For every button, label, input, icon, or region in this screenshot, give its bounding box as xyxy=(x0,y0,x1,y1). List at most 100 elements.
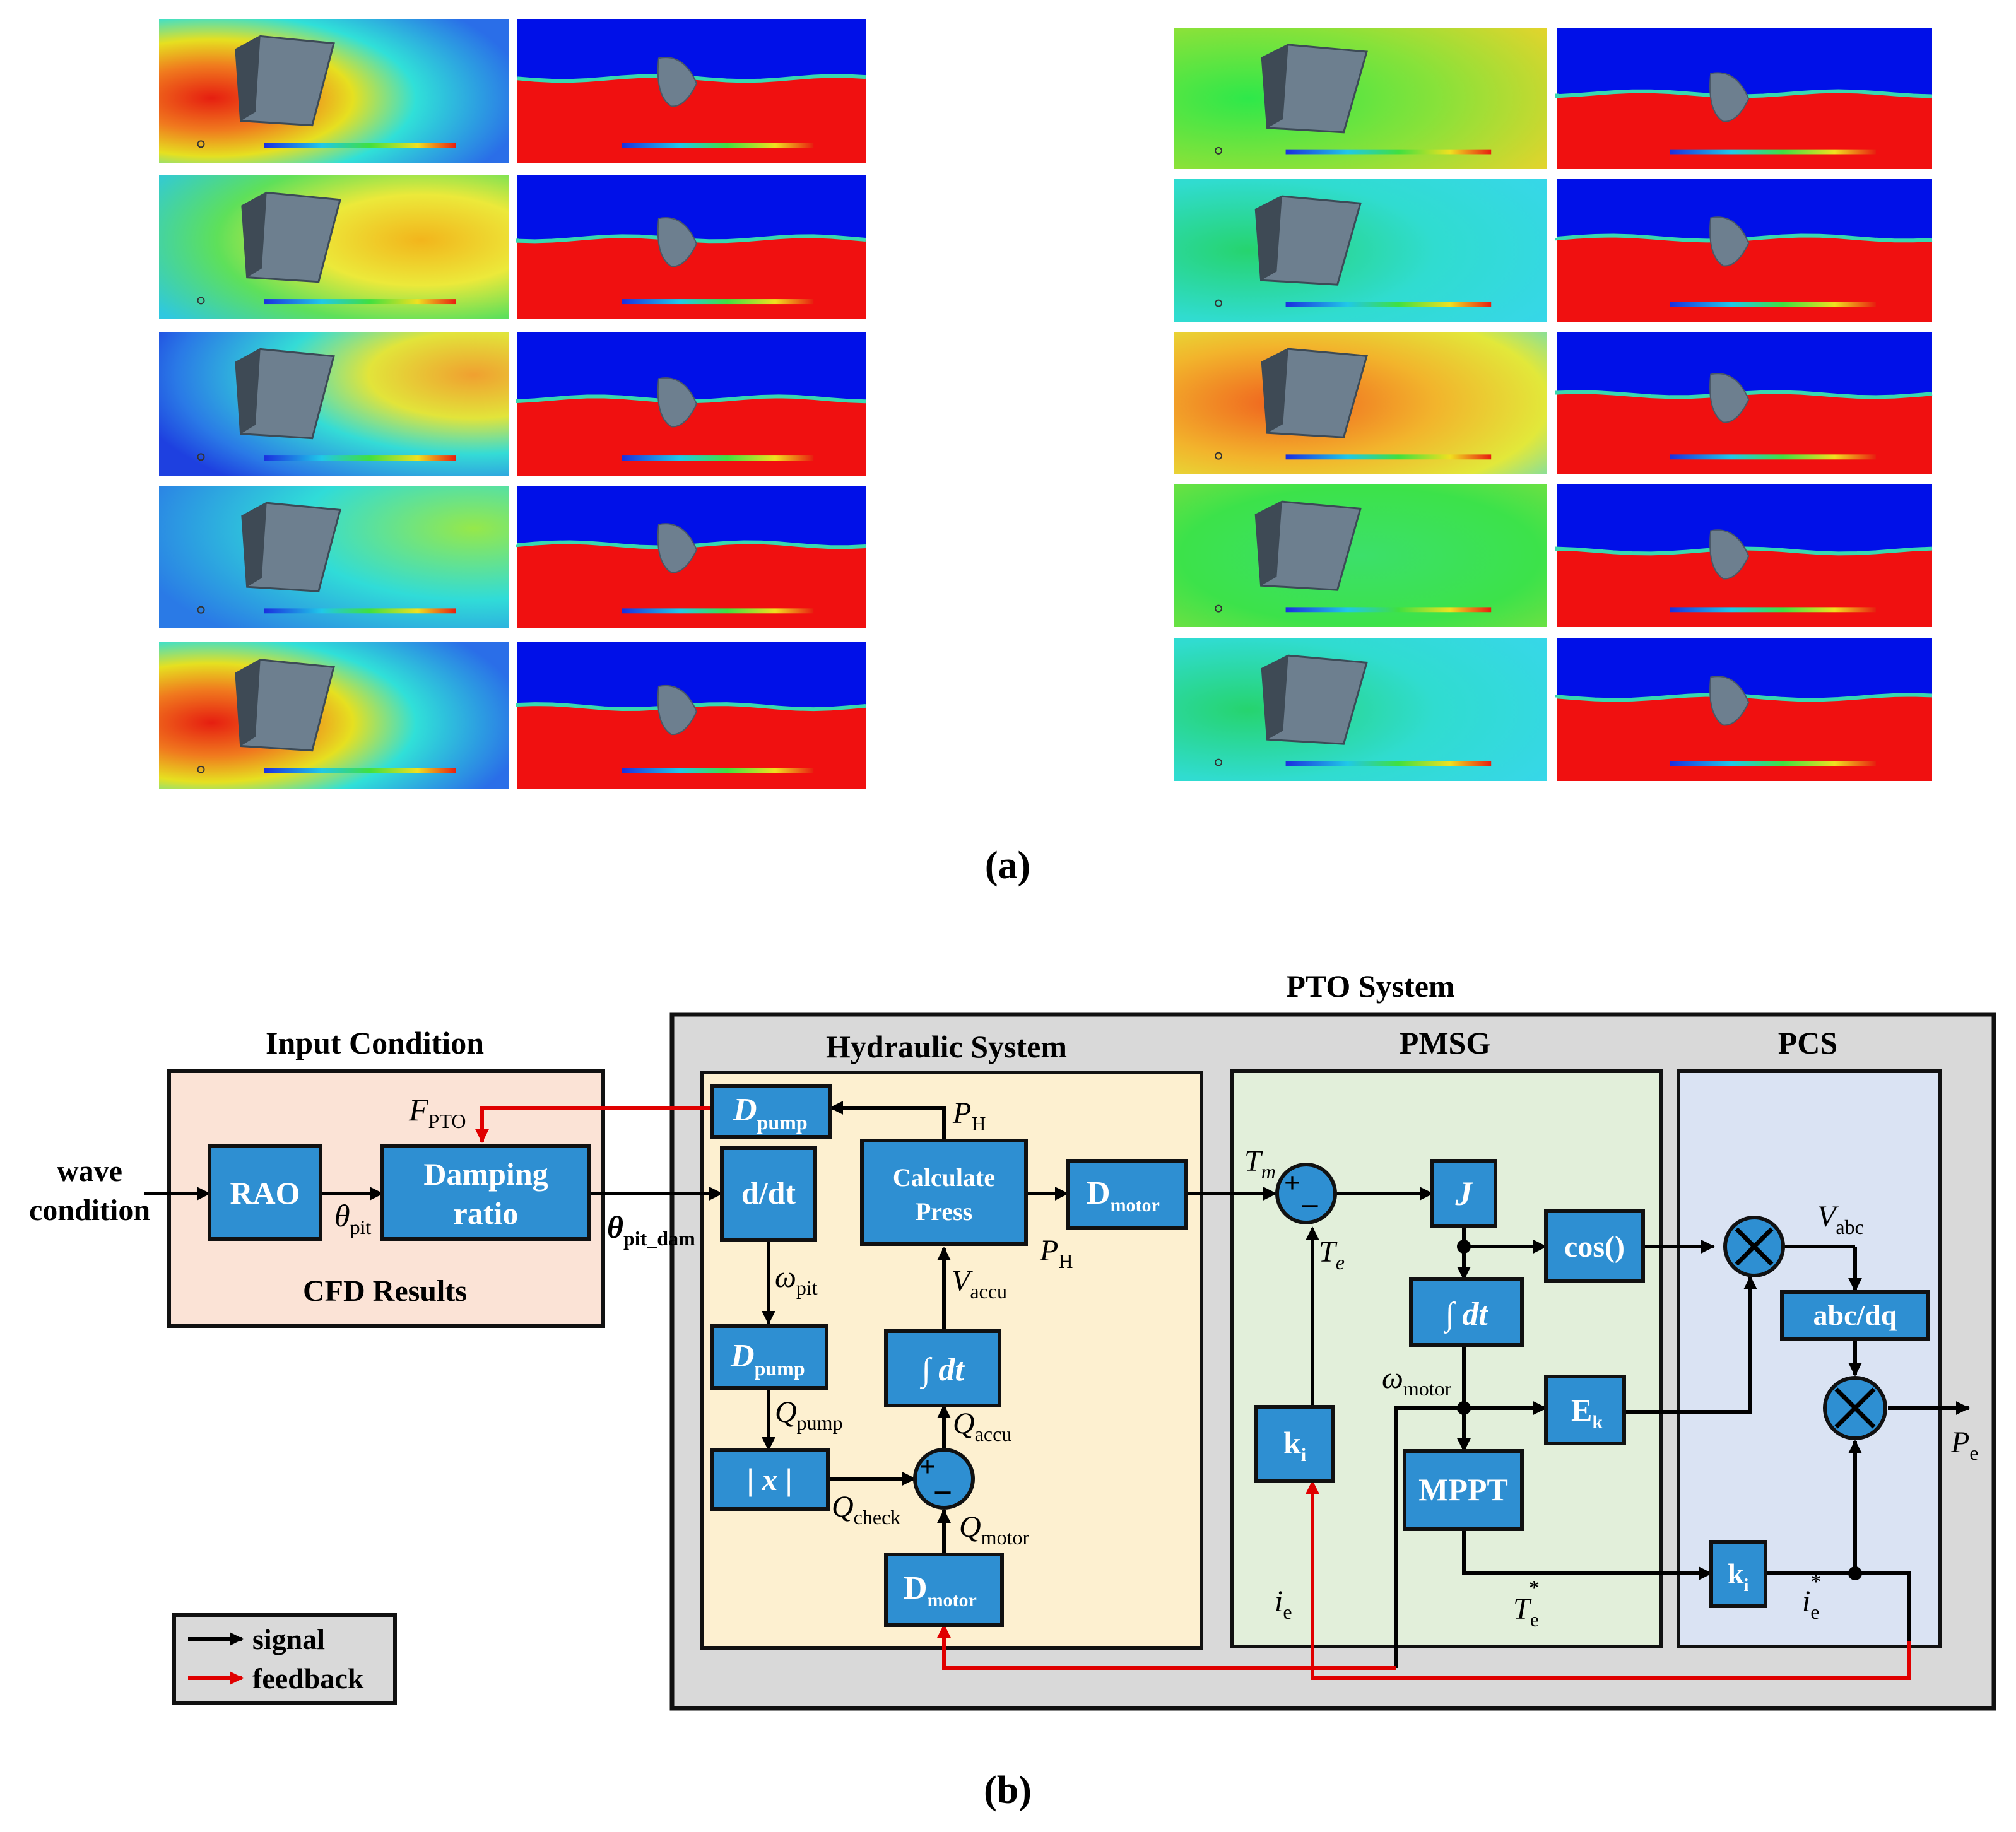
block-calculate-press[interactable]: Calculate Press xyxy=(860,1139,1028,1246)
svg-text:ωpit: ωpit xyxy=(775,1260,818,1299)
feedback-lines xyxy=(475,1106,1911,1680)
block-ki-pmsg[interactable]: ki xyxy=(1254,1405,1335,1483)
svg-text:FPTO: FPTO xyxy=(408,1092,466,1132)
theta-pit-dam-label: θ xyxy=(607,1209,623,1245)
pressure-contour-panel xyxy=(159,642,509,789)
damping-label-2: ratio xyxy=(454,1195,519,1231)
ph-top-label: P xyxy=(952,1096,971,1130)
pressure-contour-panel xyxy=(1174,484,1547,627)
integrator-motor-label: ∫ dt xyxy=(1443,1296,1488,1334)
ek-label: E xyxy=(1571,1392,1592,1428)
pe-sub: e xyxy=(1969,1442,1978,1464)
block-abs[interactable]: | x | xyxy=(710,1448,830,1511)
svg-text:Dpump: Dpump xyxy=(733,1092,808,1134)
sum-junction-hydraulic[interactable]: + − xyxy=(913,1448,975,1512)
theta-pit-dam-sub: pit_dam xyxy=(623,1227,695,1250)
svg-text:Vabc: Vabc xyxy=(1817,1200,1864,1238)
block-d-pump-mid[interactable]: Dpump xyxy=(710,1324,828,1390)
omega-pit-label: ω xyxy=(775,1260,796,1294)
svg-text:Dmotor: Dmotor xyxy=(1087,1175,1160,1216)
ki-pcs-sub: i xyxy=(1744,1576,1749,1595)
block-j[interactable]: J xyxy=(1430,1159,1497,1228)
integrator-accu-label: ∫ dt xyxy=(919,1352,965,1389)
pressure-contour-panel xyxy=(1174,332,1547,474)
wave-condition-label-1: wave xyxy=(57,1154,122,1188)
svg-text:ie: ie xyxy=(1275,1585,1292,1623)
block-rao[interactable]: RAO xyxy=(208,1144,322,1241)
calc-label-2: Press xyxy=(916,1197,972,1226)
v-accu-label: V xyxy=(952,1264,973,1298)
pressure-contour-panel xyxy=(159,486,509,628)
svg-text:ki: ki xyxy=(1283,1425,1306,1465)
svg-text:Ek: Ek xyxy=(1571,1392,1603,1433)
free-surface-panel xyxy=(517,19,866,163)
block-damping-ratio[interactable]: Damping ratio xyxy=(380,1144,591,1241)
theta-pit-sub: pit xyxy=(350,1216,372,1238)
f-pto-sub: PTO xyxy=(428,1110,466,1132)
ph-right-sub: H xyxy=(1058,1250,1073,1272)
omega-motor-sub: motor xyxy=(1403,1377,1452,1400)
d-motor-top-label: D xyxy=(1087,1175,1111,1211)
f-pto-label: F xyxy=(408,1092,428,1127)
ki-pcs-label: k xyxy=(1728,1558,1744,1590)
svg-text:Qmotor: Qmotor xyxy=(959,1510,1029,1549)
q-motor-sub: motor xyxy=(981,1526,1030,1549)
te-star-mark: * xyxy=(1529,1577,1540,1600)
svg-text:Dmotor: Dmotor xyxy=(904,1570,977,1611)
abs-label: | x | xyxy=(747,1462,793,1497)
d-motor-bottom-sub: motor xyxy=(928,1590,977,1611)
d-motor-top-sub: motor xyxy=(1111,1195,1160,1216)
junction-dot xyxy=(1457,1401,1471,1415)
block-d-motor-top[interactable]: Dmotor xyxy=(1066,1159,1188,1230)
q-motor-label: Q xyxy=(959,1510,981,1544)
svg-text:ωmotor: ωmotor xyxy=(1382,1361,1452,1400)
ek-sub: k xyxy=(1592,1412,1603,1433)
damping-label-1: Damping xyxy=(423,1156,548,1192)
q-pump-label: Q xyxy=(775,1395,797,1429)
pmsg-title: PMSG xyxy=(1400,1025,1490,1060)
q-check-sub: check xyxy=(854,1506,901,1529)
q-check-label: Q xyxy=(832,1490,854,1524)
pcs-title: PCS xyxy=(1778,1025,1837,1060)
caption-a: (a) xyxy=(985,844,1030,887)
block-mppt[interactable]: MPPT xyxy=(1403,1449,1524,1531)
q-accu-label: Q xyxy=(953,1407,975,1440)
block-cos[interactable]: cos() xyxy=(1544,1209,1645,1283)
block-abc-dq[interactable]: abc/dq xyxy=(1780,1290,1930,1341)
sum-junction-pmsg[interactable]: + − xyxy=(1275,1163,1337,1225)
block-integrator-motor[interactable]: ∫ dt xyxy=(1409,1277,1524,1347)
block-ddt[interactable]: d/dt xyxy=(720,1146,817,1242)
pmsg-frame xyxy=(1230,1069,1663,1648)
ki-pmsg-label: k xyxy=(1283,1425,1301,1460)
svg-text:Dpump: Dpump xyxy=(730,1338,805,1380)
block-ki-pcs[interactable]: ki xyxy=(1709,1540,1767,1608)
abcdq-label: abc/dq xyxy=(1813,1299,1897,1331)
legend: signal feedback xyxy=(172,1613,397,1705)
q-accu-sub: accu xyxy=(975,1423,1012,1445)
free-surface-panel xyxy=(516,175,866,319)
svg-text:−: − xyxy=(933,1474,953,1512)
input-condition-title: Input Condition xyxy=(266,1025,484,1060)
block-d-pump-top[interactable]: Dpump xyxy=(710,1084,832,1139)
wave-condition-label-2: condition xyxy=(29,1194,150,1227)
free-surface-panel xyxy=(1555,28,1933,169)
block-integrator-accu[interactable]: ∫ dt xyxy=(884,1329,1001,1407)
vabc-sub: abc xyxy=(1836,1216,1863,1238)
block-d-motor-bottom[interactable]: Dmotor xyxy=(884,1553,1004,1627)
omega-pit-sub: pit xyxy=(796,1276,818,1299)
pressure-contour-panel xyxy=(159,175,509,319)
multiplier-bottom[interactable] xyxy=(1823,1376,1887,1440)
calc-label-1: Calculate xyxy=(893,1163,995,1192)
svg-text:Te*: Te* xyxy=(1513,1577,1540,1631)
tm-sub: m xyxy=(1261,1160,1276,1183)
svg-text:ki: ki xyxy=(1728,1558,1749,1595)
svg-text:+: + xyxy=(1284,1166,1300,1199)
d-pump-top-label: D xyxy=(733,1092,757,1128)
te-label: T xyxy=(1319,1235,1338,1269)
svg-text:Qpump: Qpump xyxy=(775,1395,843,1434)
block-ek[interactable]: Ek xyxy=(1544,1375,1626,1445)
v-accu-sub: accu xyxy=(970,1280,1007,1303)
multiplier-top[interactable] xyxy=(1723,1216,1785,1277)
omega-motor-label: ω xyxy=(1382,1361,1403,1395)
free-surface-panel xyxy=(1555,484,1933,627)
